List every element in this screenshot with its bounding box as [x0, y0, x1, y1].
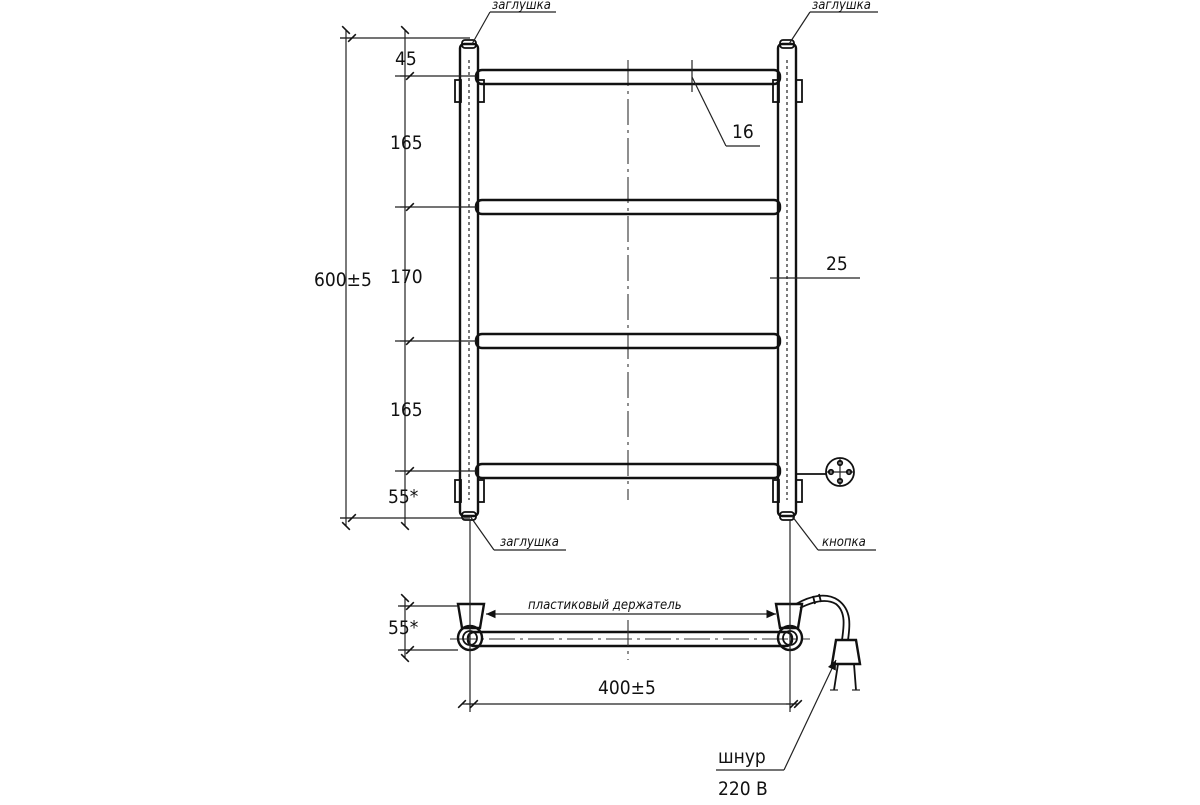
- dim-bottom-offset: 55*: [388, 486, 419, 508]
- width-dimension: 400±5: [457, 520, 803, 712]
- dim-post-diameter: 25: [826, 253, 848, 275]
- right-holder: [774, 602, 804, 652]
- dim-total-height: 600±5: [314, 269, 372, 291]
- dim-gap-3: 165: [390, 399, 423, 421]
- depth-dimension: 55*: [388, 593, 458, 663]
- post-diameter-callout: 25: [770, 253, 860, 279]
- left-holder: [456, 602, 486, 652]
- rail-diameter-callout: 16: [691, 60, 760, 147]
- label-cap-bottom-left: заглушка: [500, 535, 559, 550]
- top-view: пластиковый держатель 55* 400±5: [388, 520, 862, 800]
- dim-gap-2: 170: [390, 266, 423, 288]
- dim-top-offset: 45: [395, 48, 417, 70]
- height-dimensions: 45 165 170 165 55* 600±5: [314, 25, 476, 531]
- dim-gap-1: 165: [390, 132, 423, 154]
- label-button: кнопка: [822, 535, 866, 550]
- label-cap-top-left: заглушка: [492, 0, 551, 13]
- dim-width: 400±5: [598, 677, 656, 699]
- dim-rail-diameter: 16: [732, 121, 754, 143]
- left-post: [454, 39, 485, 521]
- label-voltage: 220 В: [718, 778, 768, 800]
- label-cap-top-right: заглушка: [812, 0, 871, 13]
- label-cord: шнур: [718, 746, 766, 768]
- cap-labels: заглушка заглушка заглушка кнопка: [469, 0, 878, 551]
- button-icon: [796, 457, 855, 487]
- right-post: [772, 39, 803, 521]
- cord-plug: [795, 593, 862, 691]
- cord-leader: [783, 659, 837, 771]
- plug-icon: [830, 638, 862, 666]
- front-view: 45 165 170 165 55* 600±5 16 25 заглушка …: [314, 0, 878, 551]
- label-holder: пластиковый держатель: [528, 598, 682, 613]
- dim-depth: 55*: [388, 617, 419, 639]
- rail-1: [474, 68, 782, 86]
